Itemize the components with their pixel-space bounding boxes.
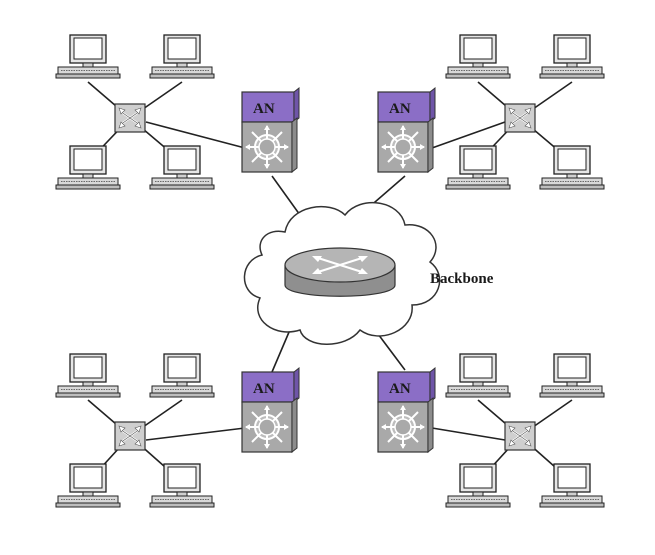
switch-icon-bottom-right	[504, 421, 536, 451]
backbone-cloud	[243, 201, 441, 345]
computer-icon	[149, 353, 215, 398]
router-icon	[377, 397, 434, 453]
computer-icon	[445, 145, 511, 190]
computer-icon	[445, 463, 511, 508]
computer-icon	[55, 34, 121, 79]
access-node-label: AN	[389, 381, 411, 397]
access-node-cap	[241, 91, 295, 123]
router-icon	[241, 397, 298, 453]
computer-icon	[445, 34, 511, 79]
computer-icon	[445, 353, 511, 398]
computer-icon	[55, 463, 121, 508]
computer-icon	[539, 34, 605, 79]
access-node-top-right: AN	[377, 86, 436, 173]
switch-icon-top-left	[114, 103, 146, 133]
access-node-label: AN	[253, 381, 275, 397]
access-node-bottom-left: AN	[241, 366, 300, 453]
access-node-top-left: AN	[241, 86, 300, 173]
computer-icon	[539, 145, 605, 190]
computer-icon	[149, 34, 215, 79]
access-node-label: AN	[253, 101, 275, 117]
computer-icon	[149, 463, 215, 508]
access-node-label: AN	[389, 101, 411, 117]
computer-icon	[539, 353, 605, 398]
router-icon	[241, 117, 298, 173]
computer-icon	[55, 145, 121, 190]
computer-icon	[55, 353, 121, 398]
switch-icon-top-right	[504, 103, 536, 133]
backbone-label: Backbone	[430, 271, 494, 287]
access-node-bottom-right: AN	[377, 366, 436, 453]
backbone-router-icon	[284, 247, 396, 297]
access-node-cap	[377, 91, 431, 123]
router-icon	[377, 117, 434, 173]
switch-icon-bottom-left	[114, 421, 146, 451]
access-node-cap	[241, 371, 295, 403]
computer-icon	[149, 145, 215, 190]
computer-icon	[539, 463, 605, 508]
